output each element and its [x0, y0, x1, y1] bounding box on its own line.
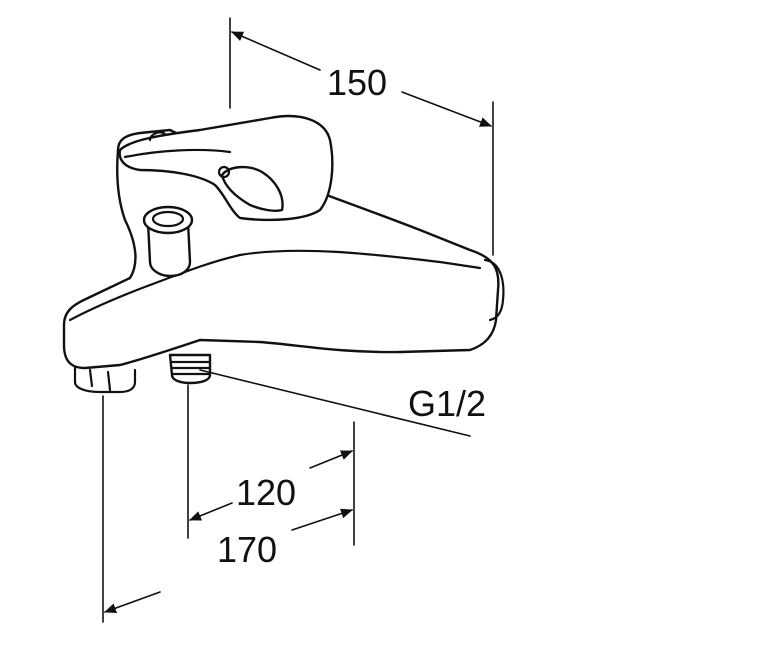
thread-callout: G1/2	[199, 369, 486, 437]
leader-line	[199, 369, 471, 437]
dimension-arrow	[291, 508, 353, 531]
dimension-arrow	[309, 450, 353, 469]
dimension-width: 150	[229, 17, 494, 256]
faucet-illustration	[62, 114, 505, 394]
dimension-outer-spacing: 170	[102, 395, 353, 623]
threaded-inlet	[168, 353, 212, 385]
diverter-knob	[142, 205, 194, 278]
thread-label: G1/2	[408, 383, 486, 424]
dimension-inner-spacing: 120	[187, 384, 355, 546]
dimension-arrow	[104, 591, 161, 613]
lever-handle	[118, 114, 334, 222]
dimension-arrow	[189, 502, 233, 521]
dimension-arrow	[231, 31, 321, 71]
dimension-arrow	[401, 91, 492, 127]
width-label: 150	[327, 62, 387, 103]
inner-spacing-label: 120	[236, 472, 296, 513]
outer-spacing-label: 170	[217, 529, 277, 570]
